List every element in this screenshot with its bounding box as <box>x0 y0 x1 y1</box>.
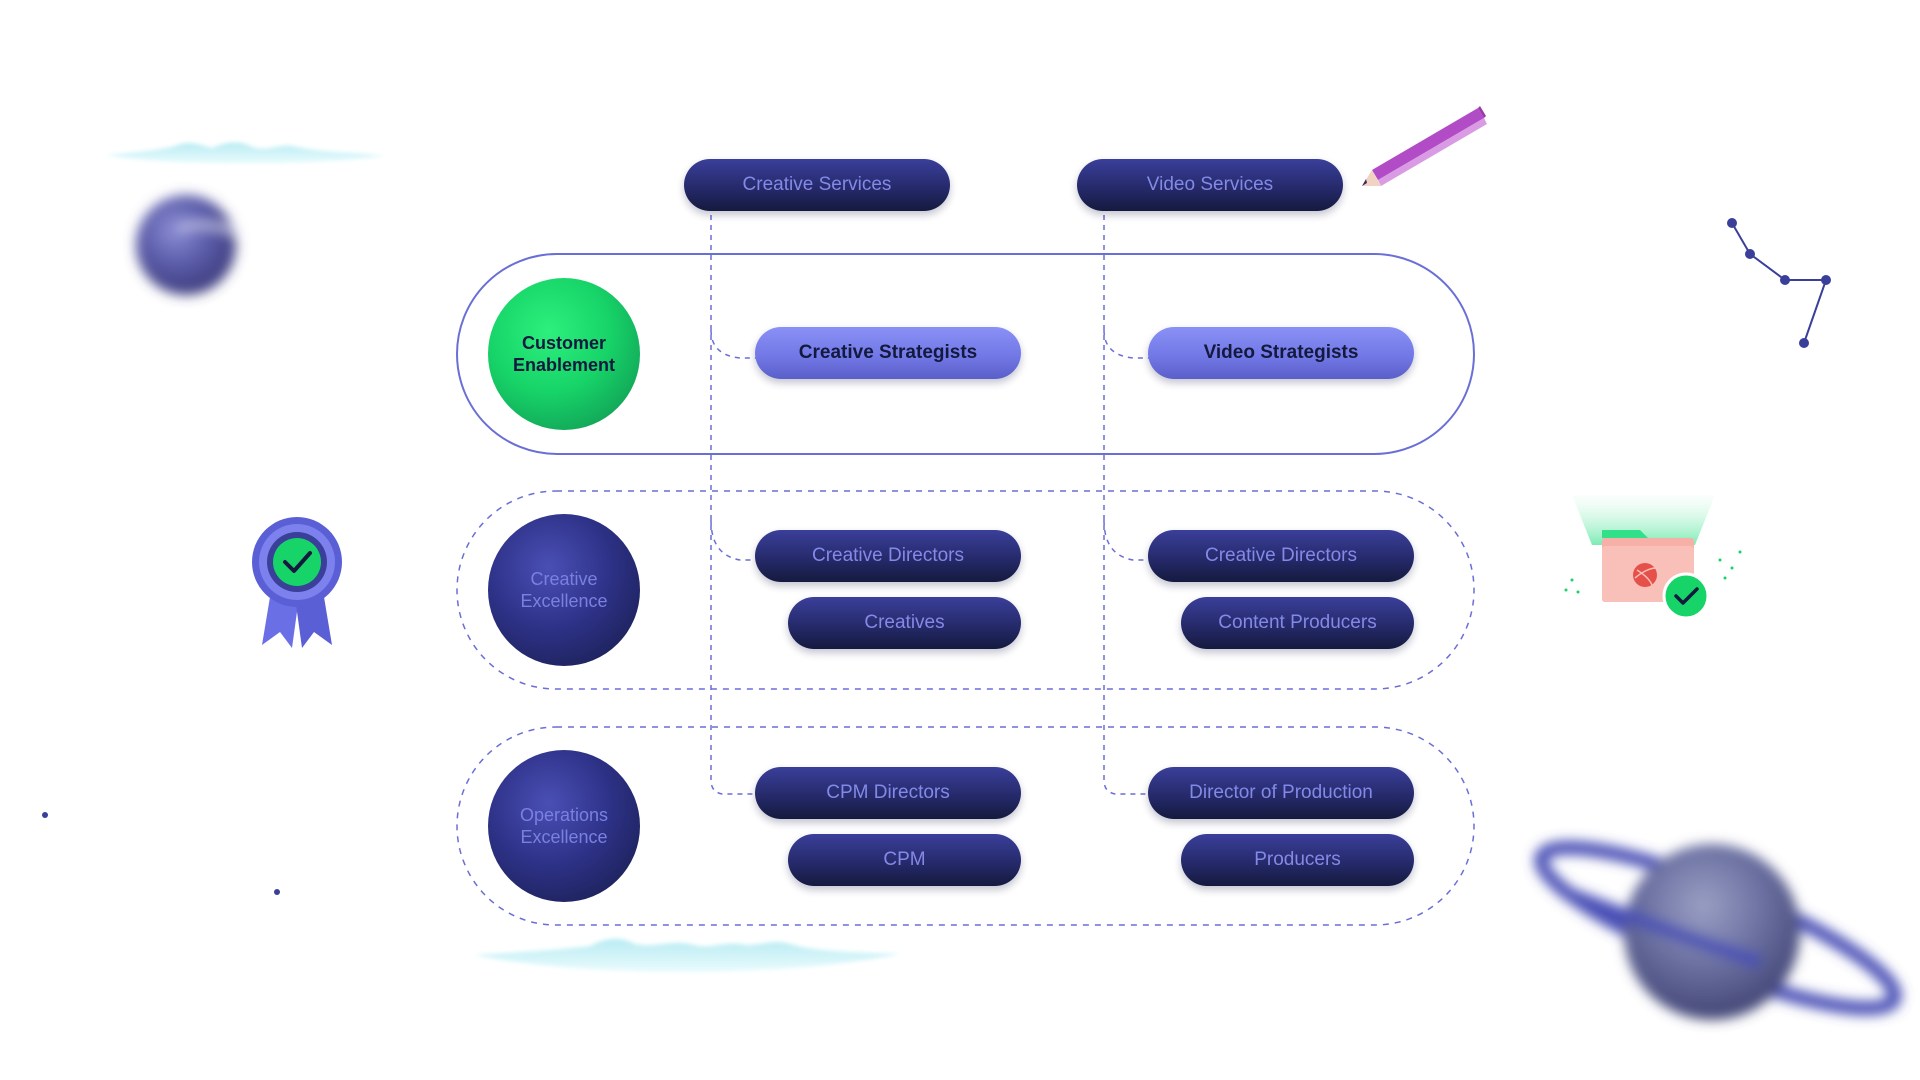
constellation-icon <box>1727 218 1831 348</box>
planet-icon <box>136 195 238 295</box>
role-director-of-production: Director of Production <box>1148 767 1414 819</box>
role-creatives: Creatives <box>788 597 1021 649</box>
group-label-creative-excellence: Creative Excellence <box>520 569 608 611</box>
header-creative-services: Creative Services <box>684 159 950 211</box>
group-outline-operations-excellence <box>456 726 1475 926</box>
group-outline-creative-excellence <box>456 490 1475 690</box>
group-label-customer-enablement: Customer Enablement <box>512 333 616 375</box>
group-circle-customer-enablement: Customer Enablement <box>488 278 640 430</box>
cloud-icon <box>475 938 900 972</box>
group-circle-creative-excellence: Creative Excellence <box>488 514 640 666</box>
role-producers: Producers <box>1181 834 1414 886</box>
role-cpm-directors: CPM Directors <box>755 767 1021 819</box>
role-content-producers: Content Producers <box>1181 597 1414 649</box>
connector-video-services <box>1103 215 1149 795</box>
ringed-planet-icon <box>1534 840 1902 1020</box>
award-ribbon-icon <box>252 517 342 648</box>
role-creative-directors-creative: Creative Directors <box>755 530 1021 582</box>
role-video-strategists: Video Strategists <box>1148 327 1414 379</box>
role-creative-directors-video: Creative Directors <box>1148 530 1414 582</box>
role-creative-strategists: Creative Strategists <box>755 327 1021 379</box>
group-circle-operations-excellence: Operations Excellence <box>488 750 640 902</box>
role-cpm: CPM <box>788 834 1021 886</box>
pencil-icon <box>1362 106 1487 186</box>
folder-check-icon <box>1564 495 1742 620</box>
cloud-icon <box>105 142 385 164</box>
group-outline-customer-enablement <box>456 253 1475 455</box>
connector-creative-services <box>710 215 756 795</box>
header-video-services: Video Services <box>1077 159 1343 211</box>
group-label-operations-excellence: Operations Excellence <box>519 805 609 847</box>
